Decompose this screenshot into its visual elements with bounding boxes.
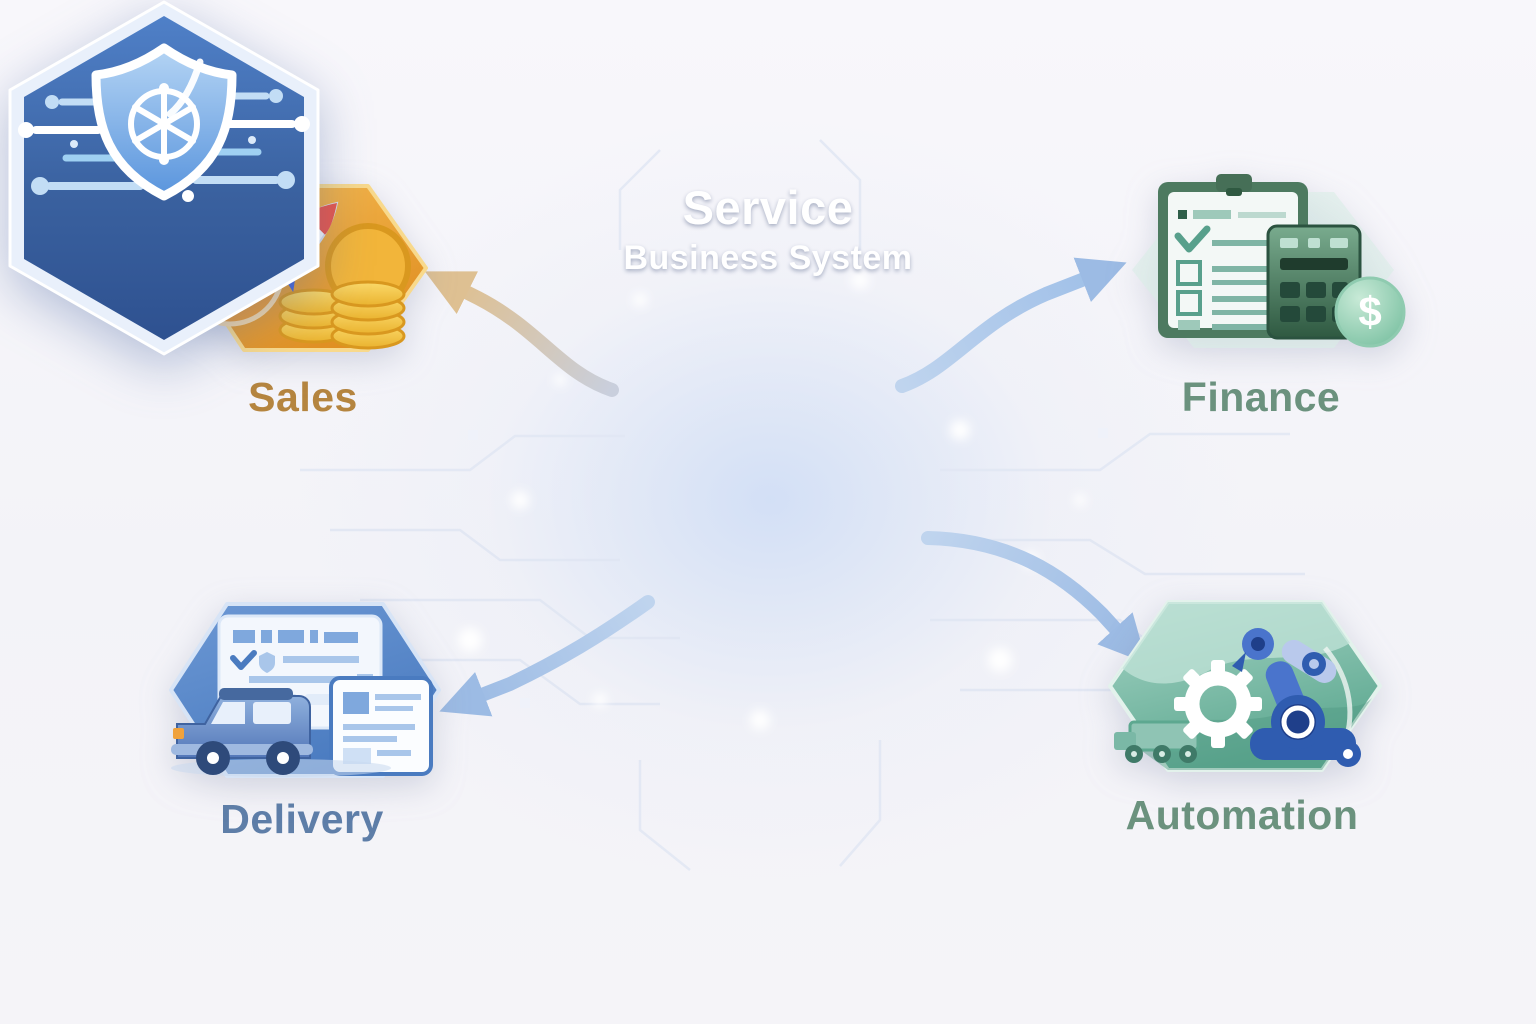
arrow-to-sales: [424, 271, 619, 397]
robot-arm-gear-icon: [1107, 600, 1382, 772]
van-screens-icon: [169, 602, 441, 778]
finance-label: Finance: [1181, 374, 1341, 420]
circuit-lines-right: [182, 89, 310, 202]
clipboard-calculator-dollar-icon: $: [1132, 174, 1406, 348]
automation-truck: [1113, 720, 1199, 763]
arrow-to-automation: [921, 531, 1147, 664]
delivery-van: [171, 688, 313, 775]
shield-network-icon: [91, 43, 237, 201]
node-automation: Automation: [1092, 588, 1392, 839]
node-center: Service Business System: [0, 0, 912, 356]
arrow-to-finance: [895, 257, 1127, 393]
sales-label: Sales: [248, 374, 358, 420]
center-hexagon: [8, 0, 320, 356]
center-title: Service Business System: [0, 180, 1536, 278]
delivery-label: Delivery: [220, 796, 384, 842]
center-title-line1: Service: [682, 181, 854, 234]
robot-arm: [1231, 628, 1361, 767]
gear-icon: [1173, 660, 1262, 748]
dollar-sign: $: [1358, 288, 1381, 335]
node-delivery: Delivery: [152, 592, 452, 843]
automation-label: Automation: [1125, 792, 1359, 838]
center-title-line2: Business System: [623, 239, 913, 277]
node-finance: $ Finance: [1106, 170, 1416, 421]
arrow-to-delivery: [439, 595, 655, 717]
